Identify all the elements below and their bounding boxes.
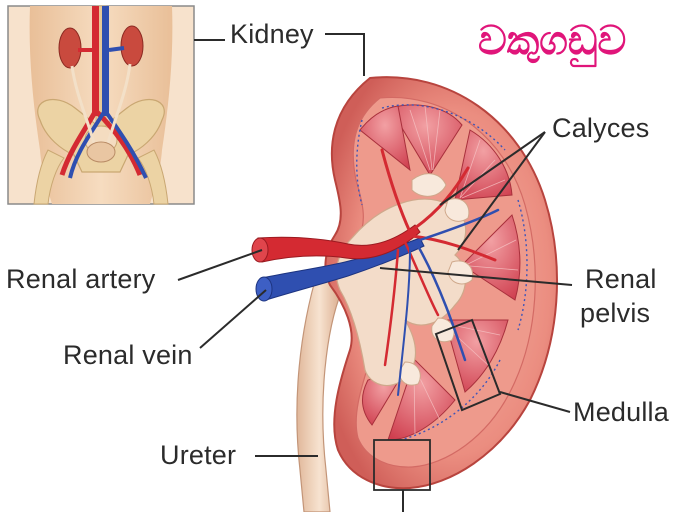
- label-renal-vein: Renal vein: [63, 340, 193, 371]
- label-calyces: Calyces: [552, 113, 649, 144]
- label-medulla: Medulla: [573, 397, 669, 428]
- renal-vein-leader: [200, 290, 266, 348]
- renal-artery-leader: [178, 250, 262, 280]
- label-kidney: Kidney: [230, 19, 314, 50]
- diagram-title: වකුගඩුව: [478, 18, 626, 64]
- label-renal-artery: Renal artery: [6, 264, 155, 295]
- kidney-leader: [325, 34, 364, 76]
- label-renal-pelvis-line2: pelvis: [580, 298, 650, 329]
- label-renal-pelvis-line1: Renal: [585, 264, 657, 295]
- torso-inset: [8, 6, 194, 204]
- label-ureter: Ureter: [160, 440, 236, 471]
- kidney-cross-section: [252, 77, 557, 512]
